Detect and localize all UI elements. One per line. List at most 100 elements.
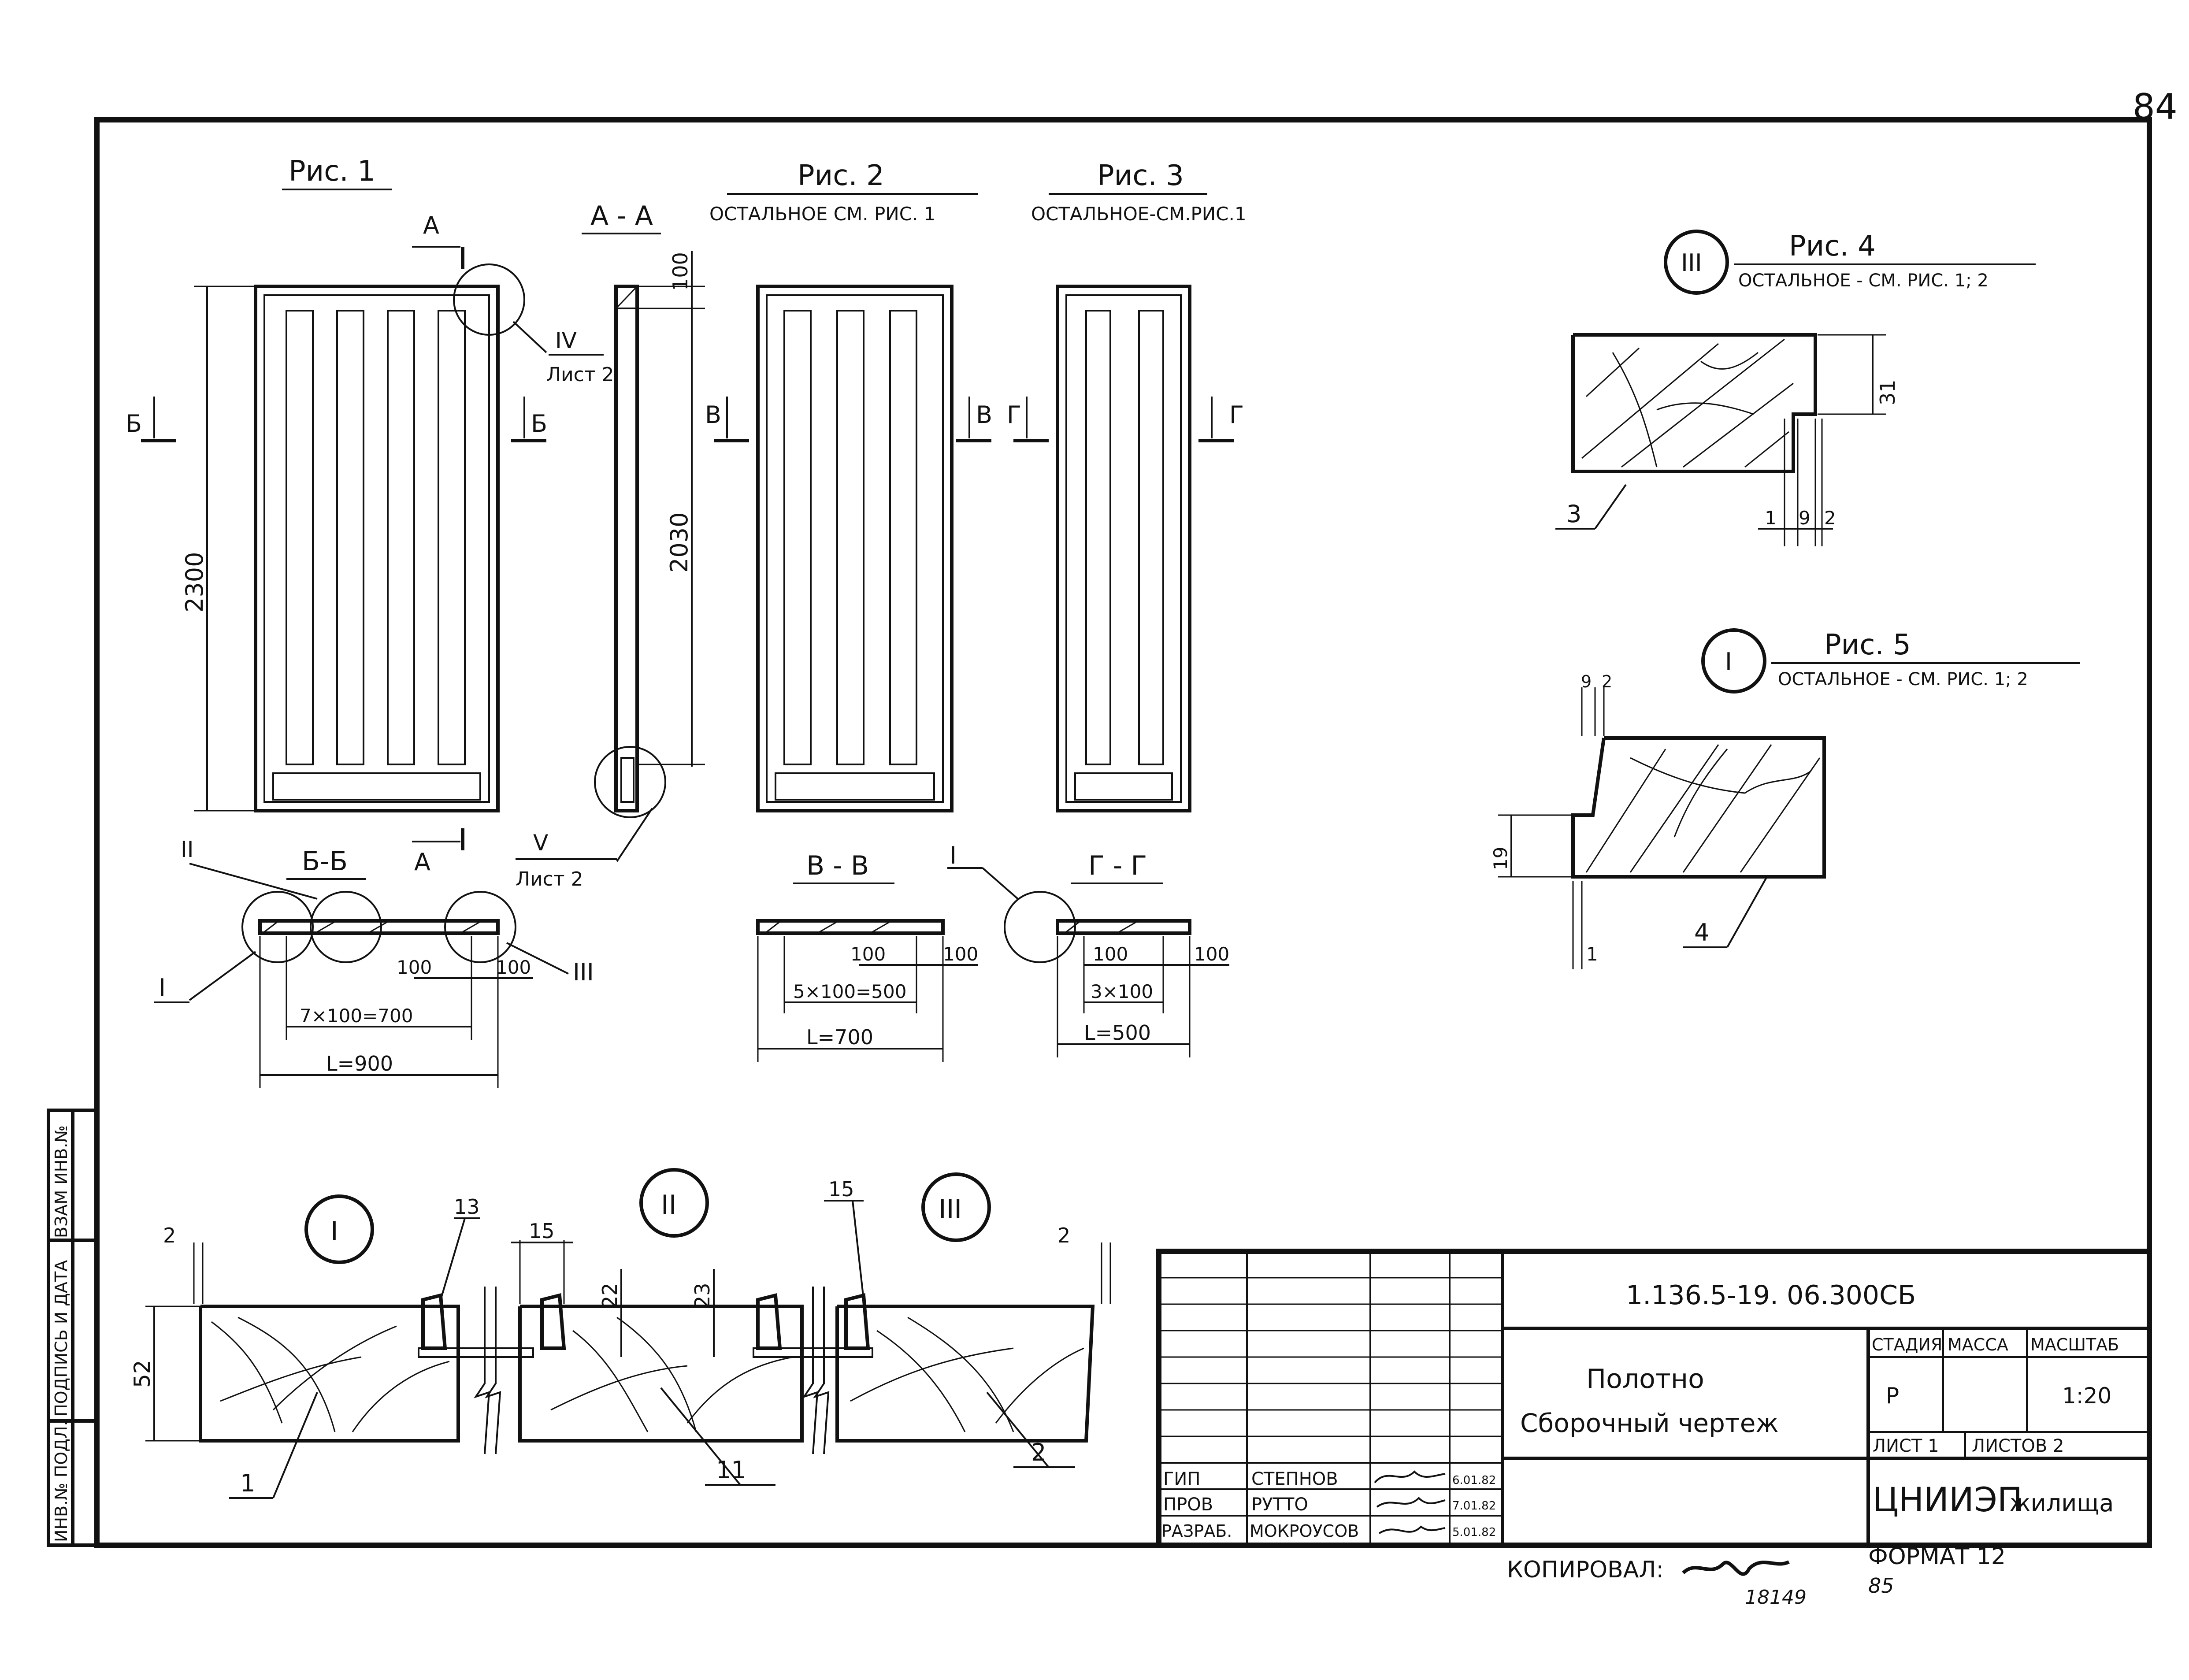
figure-5: I Рис. 5 ОСТАЛЬНОЕ - СМ. РИС. 1; 2 9 2 1… — [1490, 628, 2080, 969]
vv-dim-L: L=700 — [806, 1025, 873, 1049]
detail-callout-i: I — [330, 1216, 338, 1247]
role-razrab: РАЗРАБ. — [1161, 1521, 1232, 1541]
detail-dim-23: 23 — [690, 1283, 714, 1309]
figure-1: Рис. 1 2300 А А Б Б IV Лист 2 — [126, 155, 614, 876]
section-g-g: Г - Г I 100 100 3×100 L=500 — [947, 842, 1229, 1057]
sheet-number: ЛИСТ 1 — [1873, 1436, 1939, 1456]
fig3-cut-left: Г — [1007, 401, 1021, 429]
aa-title: А - А — [590, 200, 653, 231]
detail-leader-2: 2 — [1031, 1439, 1046, 1466]
bb-callout-ii: II — [181, 837, 194, 862]
fig5-leader-4: 4 — [1694, 919, 1709, 946]
aa-dim-top: 100 — [668, 252, 692, 291]
vv-dim-100b: 100 — [943, 943, 978, 965]
title-block: 1.136.5-19. 06.300СБ Полотно Сборочный ч… — [1156, 1249, 2152, 1548]
detail-dim-52: 52 — [130, 1360, 155, 1388]
detail-dim-13: 13 — [454, 1195, 480, 1219]
fig2-cut-right: В — [976, 401, 992, 429]
mass-header: МАССА — [1948, 1335, 2008, 1354]
detail-dim-15a: 15 — [529, 1219, 555, 1243]
sheet-frame — [94, 117, 2152, 1548]
drawing-name-line2: Сборочный чертеж — [1520, 1408, 1779, 1438]
fig2-note: ОСТАЛЬНОЕ СМ. РИС. 1 — [709, 203, 935, 225]
detail-dim-15b: 15 — [828, 1177, 854, 1201]
footer: КОПИРОВАЛ: 18149 ФОРМАТ 12 85 — [1507, 1543, 2006, 1609]
fig4-leader-3: 3 — [1566, 500, 1581, 528]
drawing-name-line1: Полотно — [1586, 1364, 1704, 1394]
stamp-inv-podl: ИНВ.№ ПОДЛ. — [52, 1420, 71, 1542]
bb-dim-100a: 100 — [397, 957, 432, 978]
org-suffix: жилища — [2009, 1489, 2114, 1517]
fig5-dim-1: 1 — [1586, 943, 1598, 965]
aa-callout-v: V — [533, 830, 548, 856]
fig1-cut-a-bottom: А — [414, 848, 430, 876]
detail-callout-iii: III — [939, 1194, 962, 1225]
detail-leader-11: 11 — [716, 1456, 746, 1484]
copied-label: КОПИРОВАЛ: — [1507, 1557, 1664, 1583]
name-prov: РУТТО — [1251, 1495, 1308, 1515]
date-razrab: 5.01.82 — [1452, 1526, 1496, 1539]
joint-details: I II III — [130, 1168, 1111, 1499]
gg-dim-100b: 100 — [1194, 943, 1229, 965]
fig4-dim-1: 1 — [1765, 507, 1777, 529]
designation: 1.136.5-19. 06.300СБ — [1626, 1280, 1916, 1311]
fig1-cut-b-right: Б — [531, 410, 547, 438]
detail-dim-22: 22 — [598, 1283, 622, 1309]
bb-dim-pitch: 7×100=700 — [300, 1005, 413, 1027]
fig5-note: ОСТАЛЬНОЕ - СМ. РИС. 1; 2 — [1778, 669, 2028, 690]
format-label: ФОРМАТ 12 — [1868, 1543, 2006, 1570]
fig5-title: Рис. 5 — [1824, 629, 1911, 661]
stamp-signature-date: ПОДПИСЬ И ДАТА — [52, 1260, 71, 1417]
fig3-note: ОСТАЛЬНОЕ-СМ.РИС.1 — [1031, 203, 1247, 225]
figure-3: Рис. 3 ОСТАЛЬНОЕ-СМ.РИС.1 Г Г — [1007, 159, 1247, 812]
bb-dim-100b: 100 — [496, 957, 531, 978]
gg-dim-100a: 100 — [1093, 943, 1128, 965]
section-b-b: Б-Б II I III 100 100 7×100=700 L=900 — [154, 837, 594, 1088]
fig2-title: Рис. 2 — [798, 159, 884, 192]
fig4-note: ОСТАЛЬНОЕ - СМ. РИС. 1; 2 — [1738, 271, 1989, 291]
gg-callout-i: I — [950, 842, 957, 869]
fig5-dim-2: 2 — [1602, 672, 1612, 691]
stage-header: СТАДИЯ — [1872, 1335, 1942, 1354]
fig2-cut-left: В — [705, 401, 721, 429]
fig3-cut-right: Г — [1229, 401, 1244, 429]
scale-header: МАСШТАБ — [2030, 1335, 2119, 1354]
detail-dim-2-left: 2 — [163, 1224, 176, 1247]
gg-dim-L: L=500 — [1084, 1021, 1151, 1045]
fig1-callout-iv-sheet: Лист 2 — [546, 363, 614, 386]
bb-callout-iii: III — [573, 958, 594, 986]
role-prov: ПРОВ — [1163, 1495, 1213, 1515]
figure-4: III Рис. 4 ОСТАЛЬНОЕ - СМ. РИС. 1; 2 31 … — [1555, 230, 2036, 546]
copy-number: 18149 — [1745, 1586, 1807, 1609]
format-year: 85 — [1868, 1574, 1894, 1598]
gg-title: Г - Г — [1088, 850, 1147, 881]
date-prov: 7.01.82 — [1452, 1499, 1496, 1513]
detail-leader-1: 1 — [240, 1469, 255, 1497]
vv-dim-pitch: 5×100=500 — [793, 981, 906, 1002]
fig4-dim-31: 31 — [1876, 379, 1900, 405]
bb-callout-i: I — [159, 974, 166, 1001]
section-v-v: В - В 100 100 5×100=500 L=700 — [756, 850, 978, 1062]
fig3-title: Рис. 3 — [1097, 159, 1184, 192]
side-stamp: ИНВ.№ ПОДЛ. ПОДПИСЬ И ДАТА ВЗАМ ИНВ.№ — [47, 1109, 99, 1547]
gg-dim-pitch: 3×100 — [1091, 981, 1153, 1002]
fig5-callout: I — [1725, 648, 1732, 675]
name-gip: СТЕПНОВ — [1251, 1469, 1338, 1489]
fig4-dim-9: 9 — [1799, 507, 1811, 529]
vv-dim-100a: 100 — [850, 943, 886, 965]
stage-value: Р — [1886, 1383, 1899, 1409]
aa-callout-v-sheet: Лист 2 — [516, 868, 583, 890]
fig4-callout: III — [1681, 249, 1702, 277]
fig5-dim-19: 19 — [1490, 847, 1511, 870]
fig4-dim-2: 2 — [1824, 507, 1836, 529]
name-razrab: МОКРОУСОВ — [1250, 1521, 1359, 1541]
fig1-cut-b-left: Б — [126, 410, 142, 438]
bb-dim-L: L=900 — [326, 1052, 393, 1075]
date-gip: 6.01.82 — [1452, 1474, 1496, 1487]
fig1-cut-a-top: А — [423, 211, 439, 239]
role-gip: ГИП — [1163, 1469, 1200, 1489]
fig1-height-dim: 2300 — [181, 552, 208, 612]
stamp-vzam-inv: ВЗАМ ИНВ.№ — [52, 1125, 71, 1238]
detail-callout-ii: II — [661, 1190, 676, 1220]
